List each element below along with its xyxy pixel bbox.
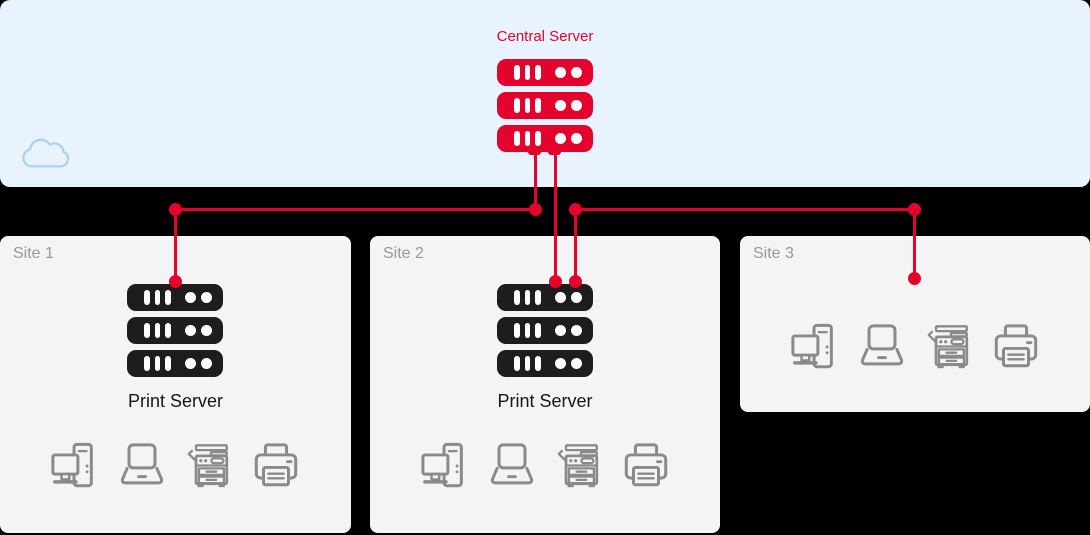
site-2-print-server-label: Print Server xyxy=(497,391,593,411)
site-2-print-server-icon xyxy=(497,284,593,377)
connection-node xyxy=(907,202,921,216)
site-1-device-row xyxy=(0,441,351,491)
central-server-icon xyxy=(497,59,593,152)
connection-line-central-down-left xyxy=(533,148,537,210)
desktop-computer-icon xyxy=(420,442,463,488)
connection-node xyxy=(168,202,182,216)
cloud-panel: Central Server xyxy=(0,0,1090,187)
copier-mfp-icon xyxy=(926,324,968,370)
copier-mfp-icon xyxy=(187,443,229,489)
cloud-icon xyxy=(22,138,70,168)
site-3-panel: Site 3 xyxy=(740,236,1090,412)
connection-line-down-site3 xyxy=(912,209,916,278)
site-2-device-row xyxy=(370,441,720,491)
connection-node xyxy=(548,274,562,288)
connection-node xyxy=(907,271,921,285)
laptop-icon xyxy=(490,443,533,485)
connection-line-down-site2 xyxy=(573,209,577,281)
site-1-print-server-label: Print Server xyxy=(127,391,224,411)
site-1-print-server-icon xyxy=(127,284,223,377)
laptop-icon xyxy=(120,443,164,485)
connection-line-horizontal-right xyxy=(575,207,914,211)
copier-mfp-icon xyxy=(556,443,598,489)
connection-node xyxy=(568,202,582,216)
printer-icon xyxy=(994,324,1037,368)
connection-line-horizontal-left xyxy=(175,207,535,211)
site-1-label: Site 1 xyxy=(13,245,54,262)
connection-node xyxy=(568,274,582,288)
connection-line-down-site1 xyxy=(173,209,177,281)
desktop-computer-icon xyxy=(790,323,833,369)
connection-node xyxy=(528,202,542,216)
central-server-label: Central Server xyxy=(496,28,594,45)
printer-icon xyxy=(254,443,298,487)
printer-icon xyxy=(624,443,667,487)
site-2-label: Site 2 xyxy=(383,245,424,262)
desktop-computer-icon xyxy=(51,442,94,488)
site-3-device-row xyxy=(740,322,1090,372)
connection-line-central-to-site2 xyxy=(553,148,557,283)
site-3-label: Site 3 xyxy=(753,245,794,262)
site-2-panel: Site 2 Print Server xyxy=(370,236,720,533)
connection-node xyxy=(168,274,182,288)
laptop-icon xyxy=(860,324,903,366)
